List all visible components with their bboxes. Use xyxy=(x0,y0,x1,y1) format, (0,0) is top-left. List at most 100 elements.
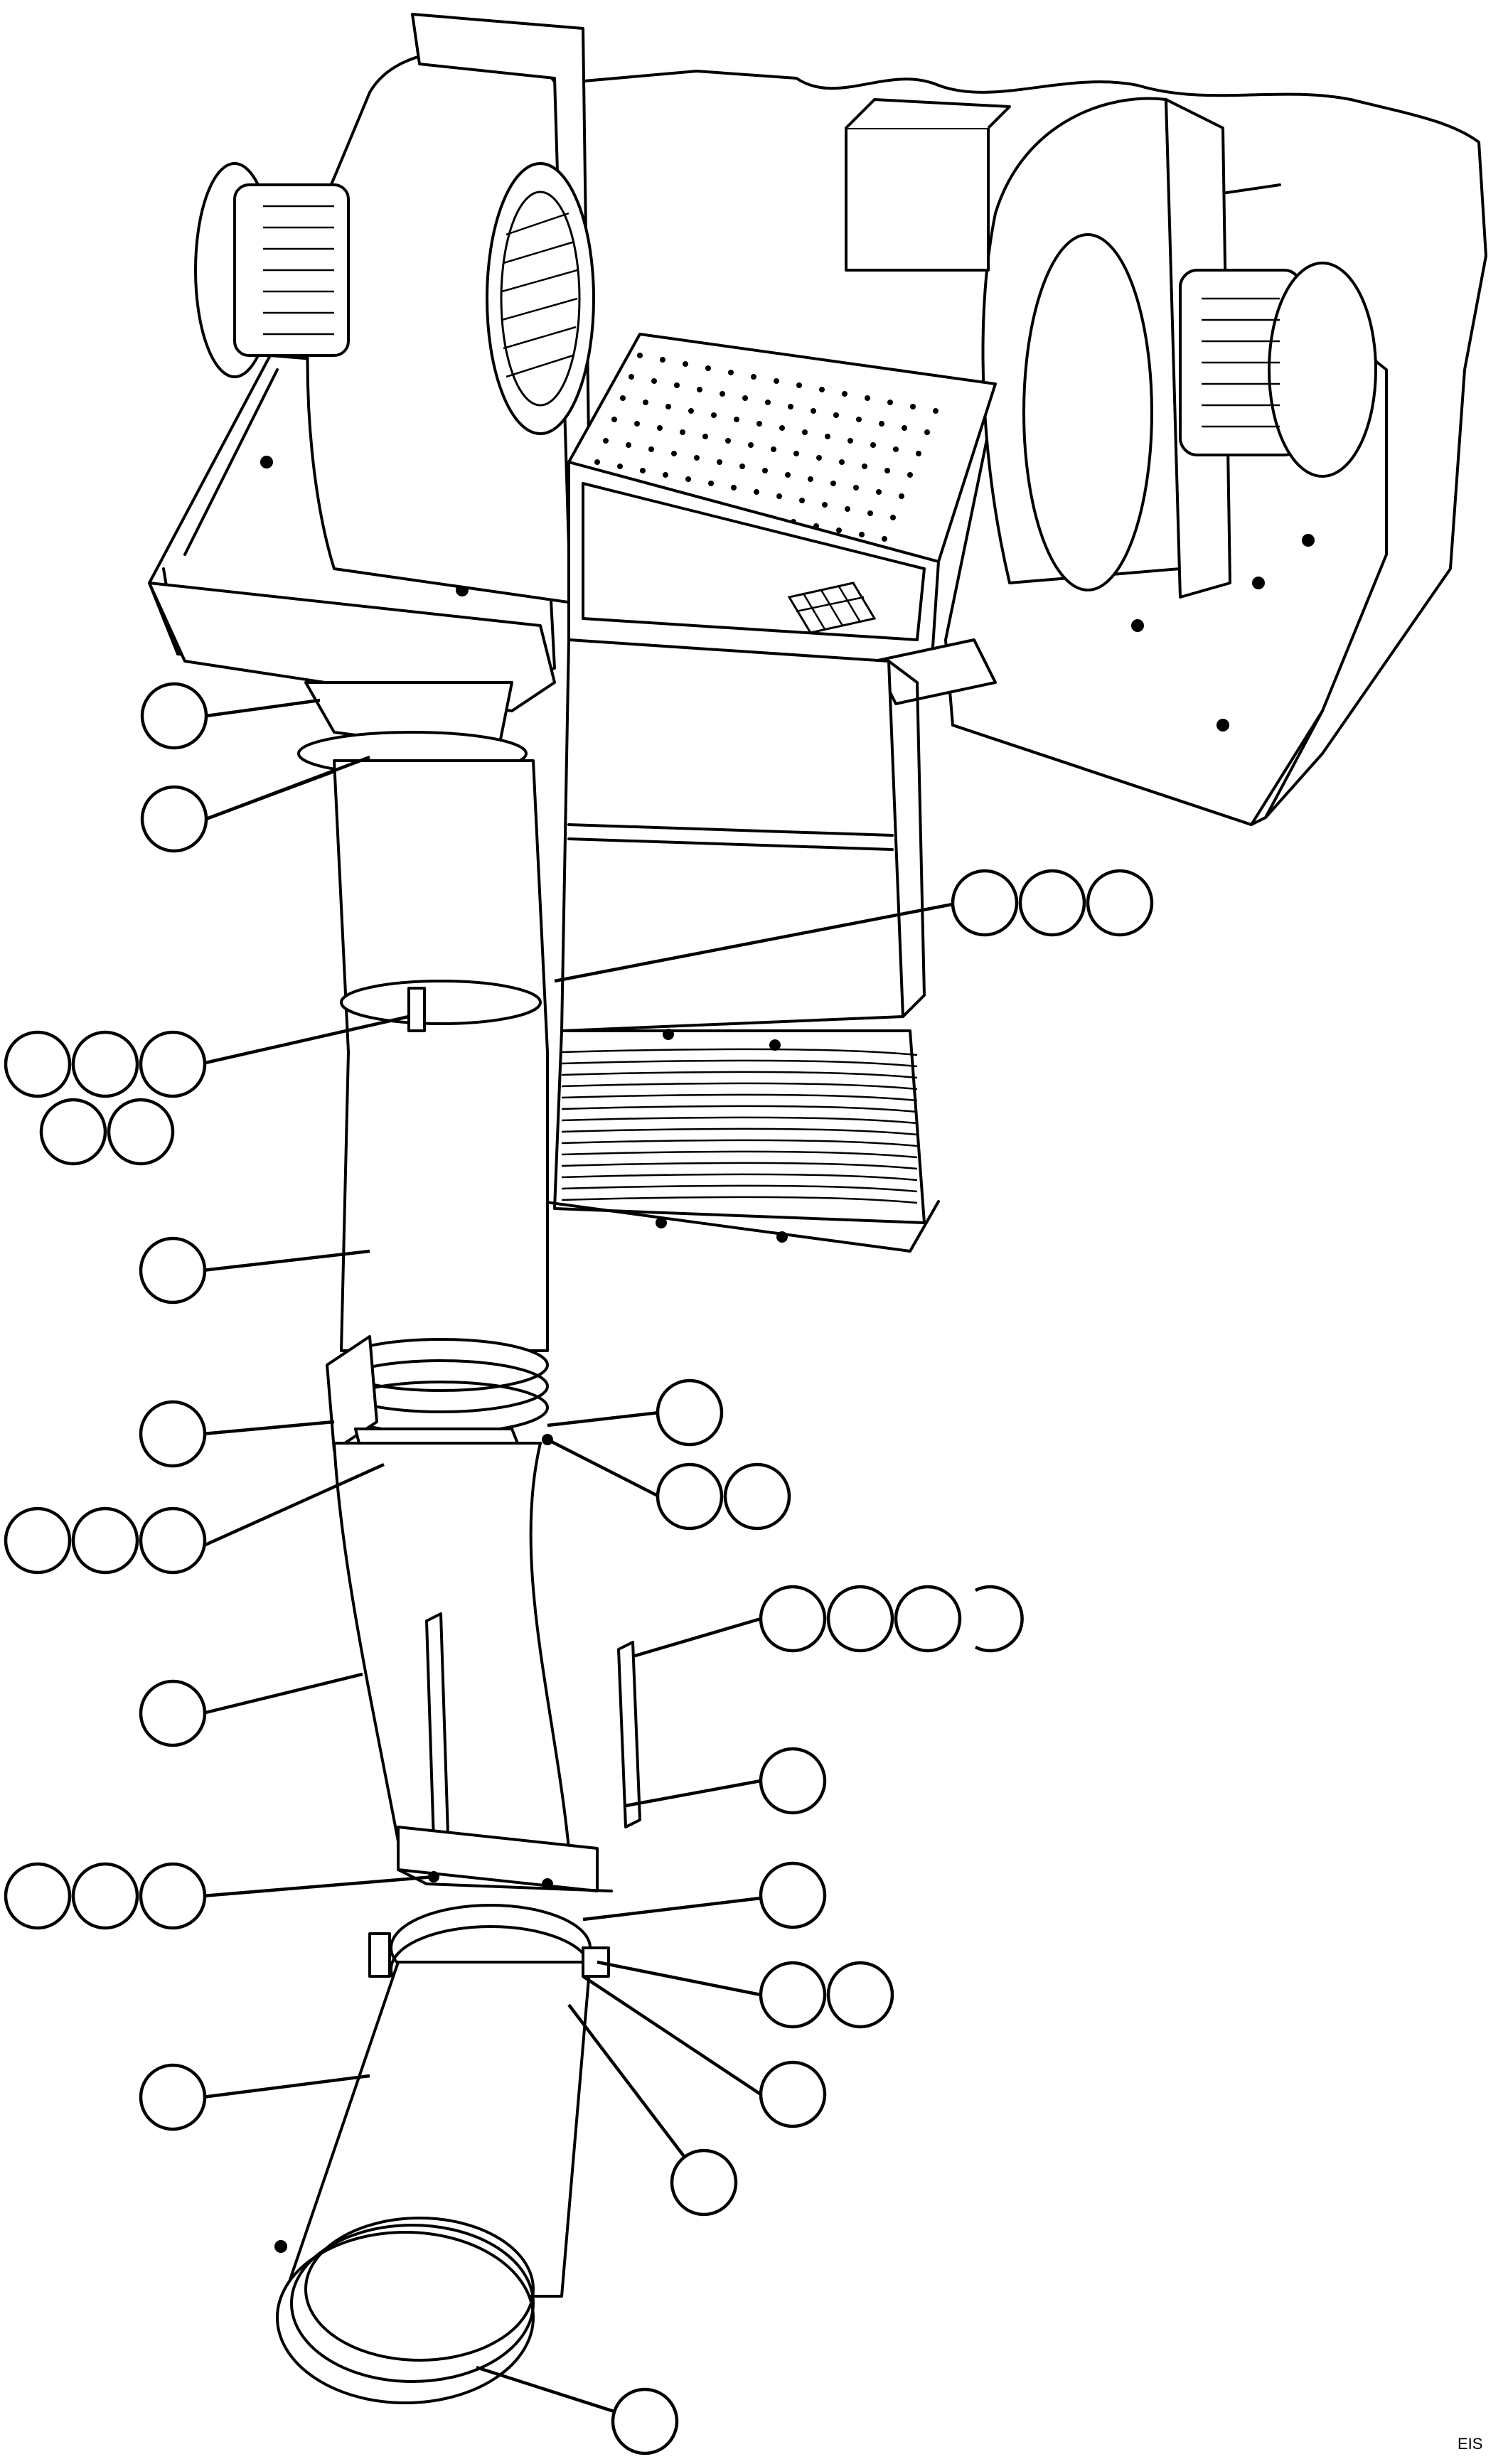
perforation-hole xyxy=(830,481,836,486)
right-motor-fins xyxy=(1202,297,1280,428)
callout-bubble xyxy=(723,1462,791,1531)
perforation-hole xyxy=(697,387,702,392)
perforation-hole xyxy=(811,408,816,414)
perforation-hole xyxy=(847,438,853,444)
perforation-hole xyxy=(626,442,631,448)
perforation-hole xyxy=(705,365,711,371)
perforated-plenum-top xyxy=(567,98,1011,563)
callout-bubble xyxy=(139,1030,207,1098)
perforation-hole xyxy=(899,493,904,499)
perforation-hole xyxy=(856,417,862,422)
callout-leaders xyxy=(198,698,961,2423)
perforation-hole xyxy=(634,421,640,427)
perforation-hole xyxy=(893,446,899,452)
coil-fin xyxy=(561,1162,918,1170)
callout-bubble xyxy=(71,1506,139,1575)
perforation-hole xyxy=(819,387,825,392)
coil-fin xyxy=(561,1139,918,1147)
coil-fin xyxy=(561,1093,918,1102)
coil-fins xyxy=(561,1048,918,1204)
perforation-hole xyxy=(754,489,759,495)
perforation-hole xyxy=(890,515,896,520)
callout-bubble xyxy=(139,1236,207,1305)
duct-support-saddle xyxy=(397,1612,641,1892)
callout-bubble xyxy=(139,1679,207,1747)
perforation-hole xyxy=(671,451,677,456)
perforation-hole xyxy=(665,404,671,409)
perforation-hole xyxy=(742,395,748,401)
coil-fin xyxy=(561,1184,918,1193)
perforation-hole xyxy=(887,400,893,405)
callout-bubble xyxy=(759,1961,827,2029)
perforation-hole xyxy=(870,442,876,448)
perforation-hole xyxy=(859,532,865,537)
perforation-hole xyxy=(865,395,870,401)
callout-bubble xyxy=(4,1030,72,1098)
perforation-hole xyxy=(879,421,884,427)
callout-bubble xyxy=(71,1862,139,1930)
perforation-hole xyxy=(785,472,791,478)
callout-bubble xyxy=(140,682,208,750)
perforation-hole xyxy=(611,417,617,422)
round-duct-upper xyxy=(333,759,549,1435)
callout-bubble xyxy=(826,1961,894,2029)
rectangular-duct xyxy=(560,638,926,1032)
perforation-hole xyxy=(765,400,771,405)
callout-bubble xyxy=(759,2060,827,2128)
callout-bubbles xyxy=(4,682,1154,2455)
callout-bubble xyxy=(611,2387,679,2455)
perforation-hole xyxy=(839,459,845,465)
perforation-hole xyxy=(702,434,708,439)
callout-bubble xyxy=(670,2148,738,2217)
callout-bubble-partial xyxy=(974,1585,1024,1653)
perforation-hole xyxy=(836,527,842,533)
perforation-hole xyxy=(825,434,830,439)
callout-bubble xyxy=(656,1462,724,1531)
perforation-hole xyxy=(629,374,634,380)
perforation-hole xyxy=(603,438,609,444)
callout-bubble xyxy=(759,1861,827,1929)
perforation-hole xyxy=(751,374,756,380)
coil-fin xyxy=(561,1150,918,1159)
callout-bubble xyxy=(139,1400,207,1468)
perforation-hole xyxy=(910,404,916,409)
coil-fin xyxy=(561,1071,918,1079)
perforation-hole xyxy=(617,464,623,469)
perforation-hole xyxy=(771,446,776,452)
right-blower-housing xyxy=(981,97,1377,599)
callout-bubble xyxy=(139,1862,207,1930)
perforation-hole xyxy=(774,378,779,384)
perforation-hole xyxy=(637,353,643,358)
callout-bubble xyxy=(894,1585,962,1653)
callout-bubble xyxy=(951,869,1019,937)
perforation-hole xyxy=(720,391,725,397)
perforation-hole xyxy=(842,391,847,397)
perforation-hole xyxy=(924,429,930,435)
perforation-hole xyxy=(862,464,867,469)
perforation-hole xyxy=(725,438,731,444)
perforation-hole xyxy=(845,506,850,512)
coil-fin xyxy=(561,1048,918,1056)
perforation-hole xyxy=(793,451,799,456)
perforation-hole xyxy=(683,361,688,367)
perforation-hole xyxy=(776,493,782,499)
perforation-hole xyxy=(788,404,793,409)
perforation-hole xyxy=(902,425,907,431)
perforation-hole xyxy=(853,485,859,491)
sheet-code: EIS xyxy=(1458,2435,1482,2453)
perforation-hole xyxy=(867,510,873,516)
perforation-hole xyxy=(594,459,600,465)
callout-bubble xyxy=(140,785,208,853)
callout-bubble xyxy=(826,1585,894,1653)
perforation-hole xyxy=(739,464,745,469)
callout-bubble xyxy=(759,1585,827,1653)
perforation-hole xyxy=(640,468,646,473)
callout-bubble xyxy=(4,1506,72,1575)
perforation-hole xyxy=(620,395,626,401)
perforation-hole xyxy=(651,378,657,384)
filter-coil-section xyxy=(539,1029,940,1253)
perforation-hole xyxy=(876,489,882,495)
perforation-hole xyxy=(907,472,913,478)
coil-fin xyxy=(561,1082,918,1091)
